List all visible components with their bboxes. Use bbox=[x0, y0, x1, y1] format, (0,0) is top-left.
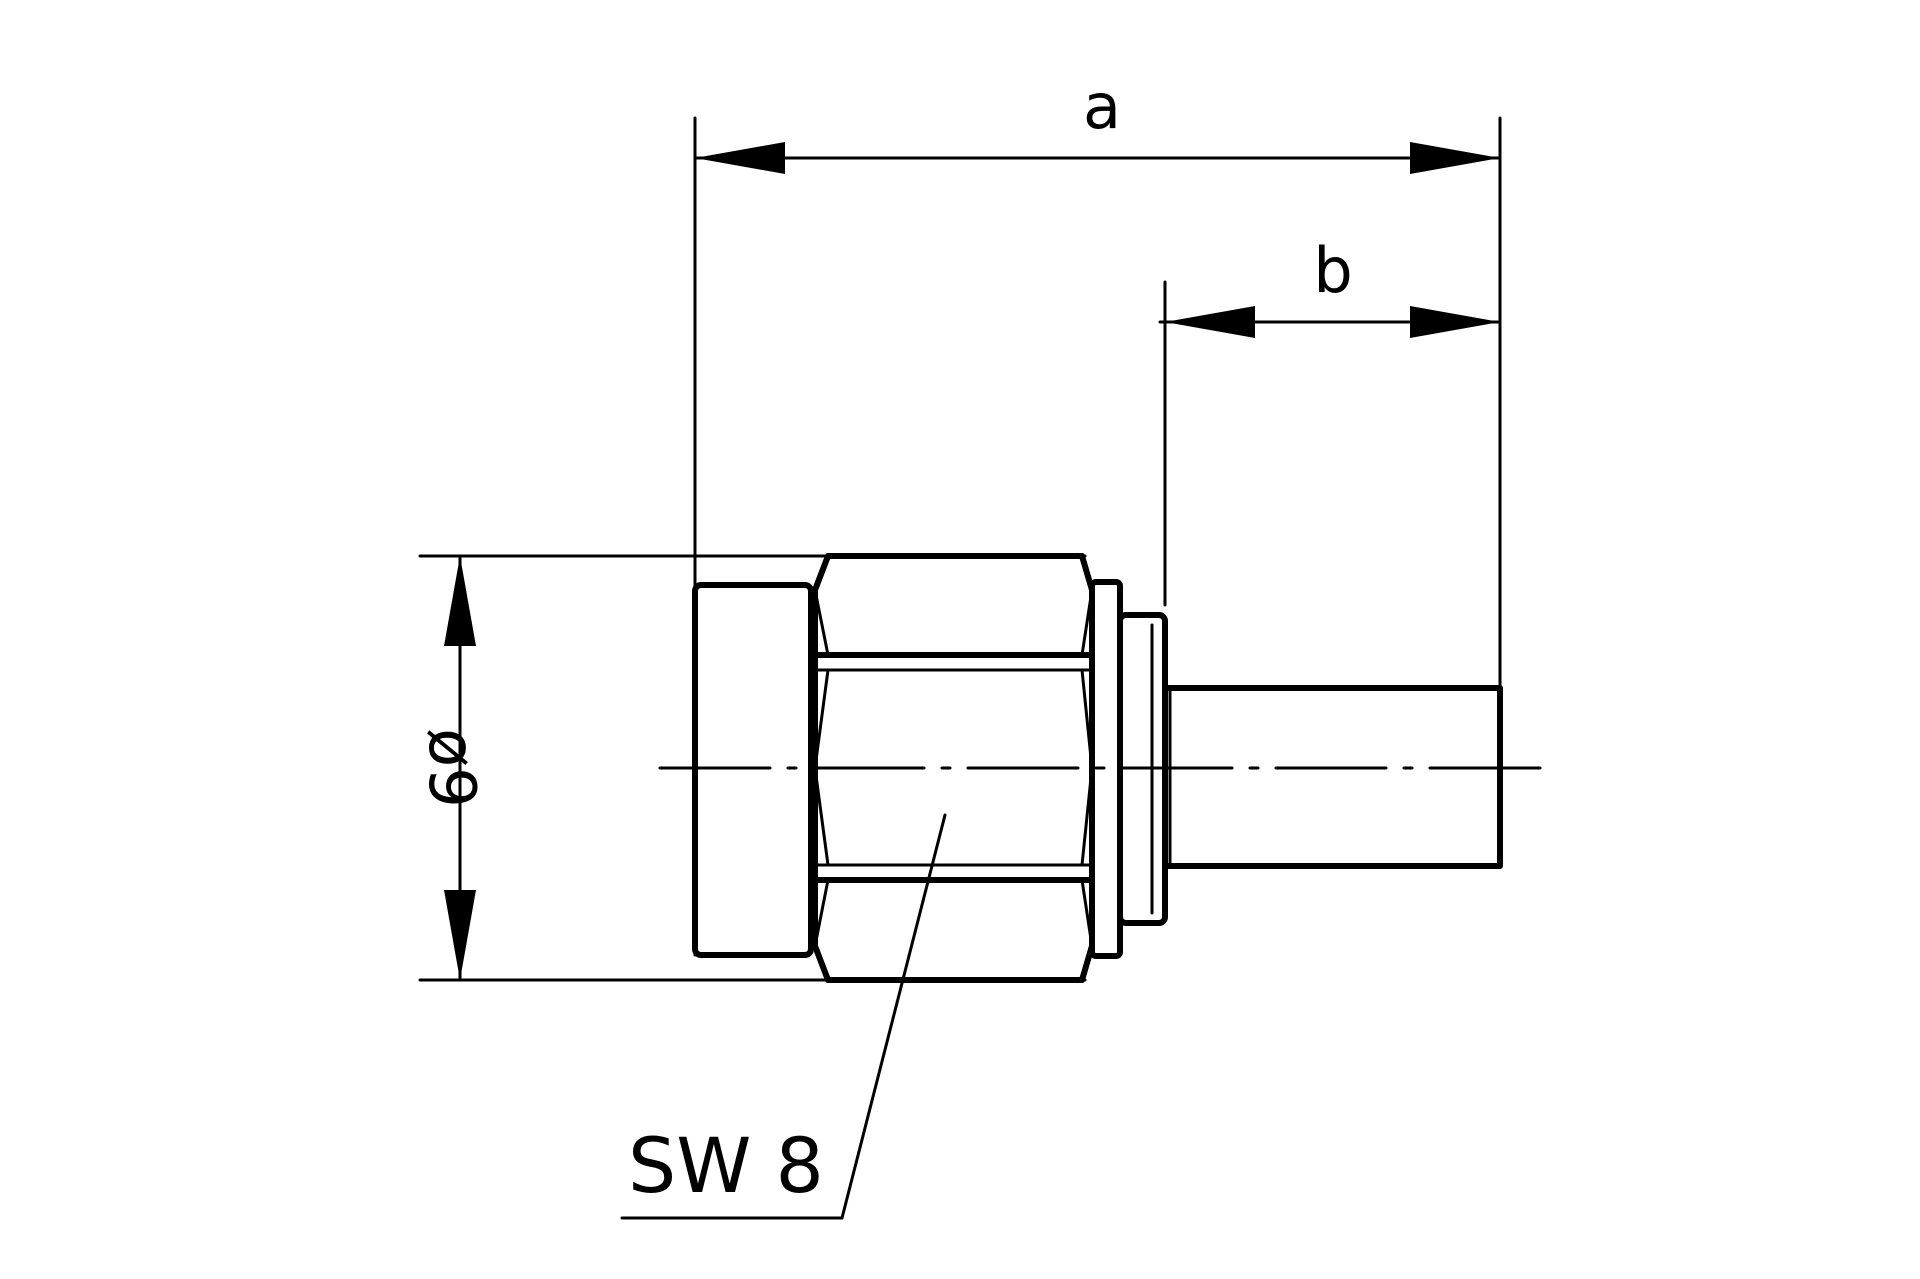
dimension-b-label: b bbox=[1313, 234, 1352, 307]
wrench-size-callout: SW 8 bbox=[620, 813, 947, 1220]
diameter-label: ø9 bbox=[414, 728, 488, 808]
arrowhead-a-left bbox=[695, 142, 785, 174]
rear-body bbox=[692, 582, 814, 958]
dimension-a-label: a bbox=[1083, 70, 1121, 143]
arrowhead-diameter-bottom bbox=[444, 890, 476, 980]
wrench-size-label: SW 8 bbox=[628, 1121, 824, 1210]
arrowhead-b-right bbox=[1410, 306, 1500, 338]
leader-line bbox=[840, 813, 947, 1220]
dimension-diameter: ø9 bbox=[414, 554, 1087, 982]
arrowhead-diameter-top bbox=[444, 556, 476, 646]
dimension-b: b bbox=[1158, 234, 1502, 607]
arrowhead-a-right bbox=[1410, 142, 1500, 174]
pin-shaft bbox=[1162, 685, 1503, 869]
connector-body bbox=[692, 553, 1503, 983]
arrowhead-b-left bbox=[1165, 306, 1255, 338]
